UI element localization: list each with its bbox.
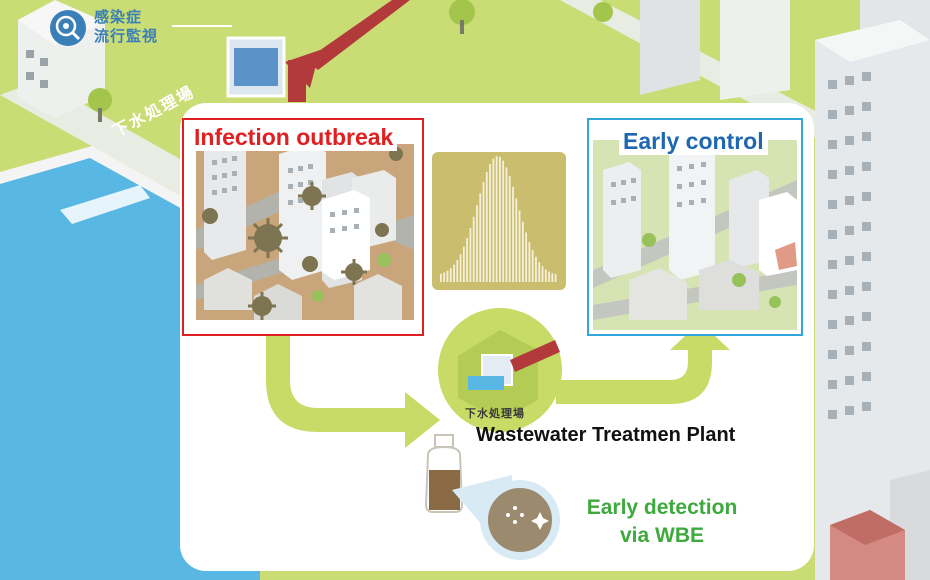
early-detection-label: Early detection via WBE (562, 494, 762, 550)
histogram-bar (502, 160, 505, 282)
control-panel: Early control (587, 118, 803, 336)
histogram-bar (508, 176, 511, 282)
header-title: 感染症 流行監視 (94, 8, 158, 46)
histogram-bar (535, 256, 537, 282)
histogram-bar (495, 156, 498, 282)
histogram-bar (541, 266, 544, 282)
control-title: Early control (619, 128, 768, 155)
histogram-bar (453, 264, 455, 282)
histogram-bar (512, 186, 514, 282)
histogram-bar (551, 273, 554, 282)
histogram-bar (443, 272, 446, 282)
histogram-bar (531, 250, 534, 282)
histogram-bar (499, 156, 501, 282)
wastewater-plant-label: Wastewater Treatmen Plant (476, 424, 736, 446)
histogram-bar (469, 227, 472, 282)
control-city-illustration (593, 140, 797, 330)
histogram-bar (525, 232, 528, 282)
histogram-bar (482, 182, 485, 282)
histogram-bar (440, 273, 442, 282)
histogram-bar (479, 193, 482, 282)
outbreak-city-illustration (196, 140, 414, 320)
histogram-bar (554, 274, 557, 282)
histogram-bar (485, 172, 488, 282)
histogram-bar (476, 205, 478, 282)
plant-label-jp: 下水処理場 (465, 407, 525, 420)
histogram-bar (449, 268, 452, 282)
histogram-bar (492, 158, 495, 282)
histogram-bar (548, 271, 550, 282)
magnifier-virus-icon (50, 10, 86, 46)
outbreak-panel: Infection outbreak (182, 118, 424, 336)
header-line1: 感染症 (94, 8, 143, 26)
histogram-bar (466, 237, 469, 282)
header-line2: 流行監視 (94, 27, 159, 45)
histogram-bar (459, 254, 462, 282)
outbreak-title: Infection outbreak (190, 124, 398, 151)
early-detection-line1: Early detection (586, 496, 738, 519)
histogram-bar (456, 259, 459, 282)
histogram-bar (544, 269, 547, 282)
histogram-bar (538, 262, 541, 282)
histogram-bar (472, 216, 475, 282)
histogram-bar (528, 242, 531, 282)
histogram-bar (505, 167, 508, 282)
histogram-bar (518, 210, 521, 282)
histogram-bar (515, 198, 518, 282)
early-detection-line2: via WBE (619, 524, 705, 547)
histogram-bar (446, 270, 449, 282)
histogram-bar (462, 246, 465, 282)
histogram-bar (521, 221, 524, 282)
header-connector-line (172, 25, 232, 27)
histogram-bar (489, 164, 491, 282)
